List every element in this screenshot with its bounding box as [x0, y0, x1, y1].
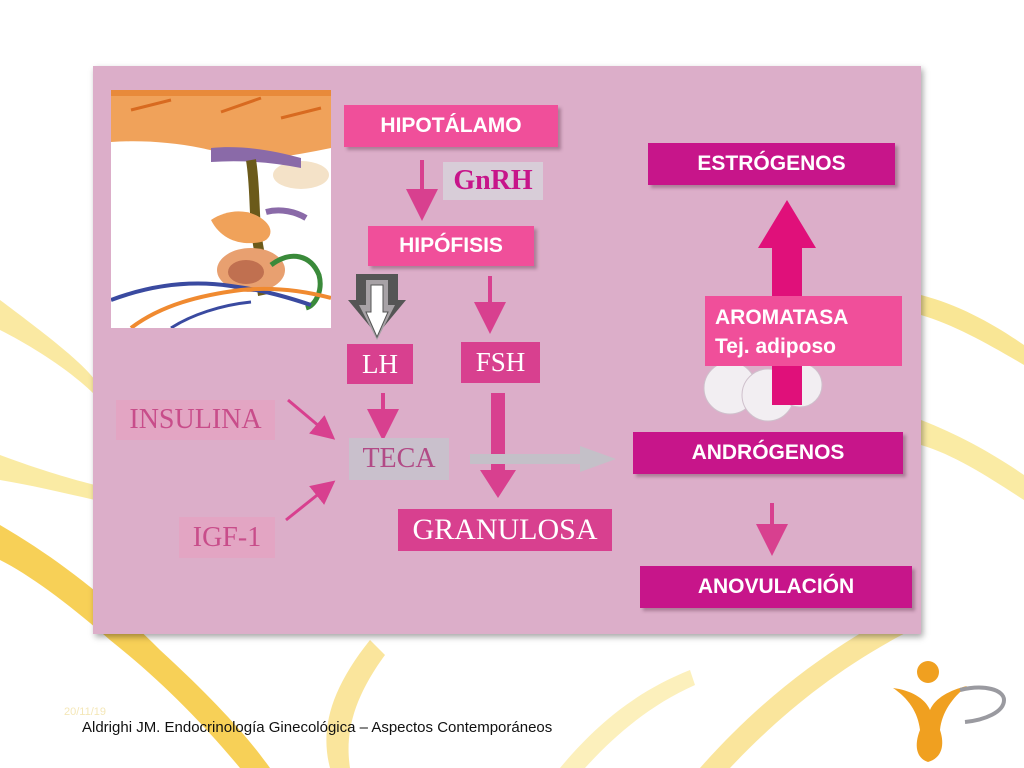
- arrow-insulina-teca: [287, 398, 336, 440]
- faint-date: 20/11/19: [64, 706, 107, 718]
- ribbon-right-bottom: [700, 600, 921, 768]
- node-fsh: FSH: [461, 342, 540, 383]
- ribbon-right-mid: [921, 420, 1024, 500]
- ribbon-left-mid: [0, 455, 95, 500]
- node-anovulacion: ANOVULACIÓN: [640, 566, 912, 608]
- tejido-adiposo-label: Tej. adiposo: [715, 335, 836, 358]
- node-estrogenos: ESTRÓGENOS: [648, 143, 895, 185]
- brain-pituitary-illustration-icon: [111, 90, 331, 328]
- arrow-igf-teca: [285, 480, 336, 522]
- node-hipofisis: HIPÓFISIS: [368, 226, 534, 266]
- node-aromatasa: AROMATASA Tej. adiposo: [705, 296, 902, 366]
- node-androgenos: ANDRÓGENOS: [633, 432, 903, 474]
- aromatasa-label: AROMATASA: [715, 306, 849, 329]
- node-gnrh: GnRH: [443, 162, 543, 200]
- node-teca: TECA: [349, 438, 449, 480]
- ribbon-bottom-right: [560, 670, 695, 768]
- logo-figure-icon: [893, 661, 1007, 762]
- citation-text: Aldrighi JM. Endocrinología Ginecológica…: [82, 719, 553, 736]
- ribbon-bottom-center: [326, 640, 385, 768]
- node-igf1: IGF-1: [179, 517, 275, 558]
- node-insulina: INSULINA: [116, 400, 275, 440]
- node-granulosa: GRANULOSA: [398, 509, 612, 551]
- arrow-fsh-granulosa: [480, 393, 516, 498]
- node-lh: LH: [347, 344, 413, 384]
- ribbon-left-bottom: [0, 525, 270, 768]
- arrow-teca-androgenos: [470, 446, 616, 472]
- ribbon-right-top: [921, 295, 1024, 365]
- node-hipotalamo: HIPOTÁLAMO: [344, 105, 558, 147]
- ribbon-left-top: [0, 300, 95, 395]
- adipose-cells-icon: [703, 361, 823, 422]
- arrow-hipofisis-lh: [348, 274, 406, 340]
